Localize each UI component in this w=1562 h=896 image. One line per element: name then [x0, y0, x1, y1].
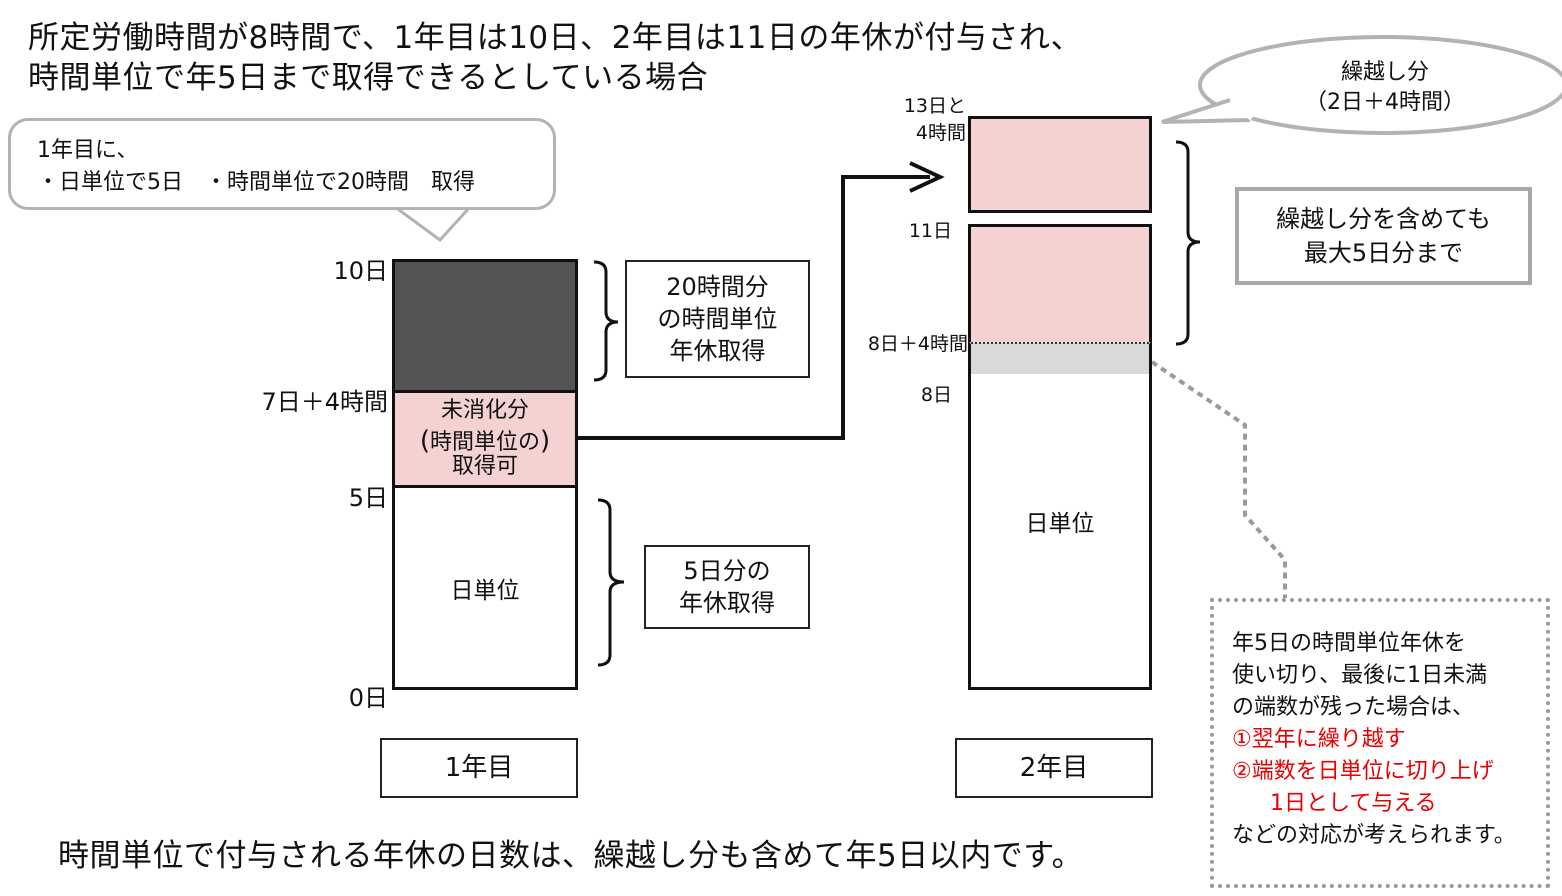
- day-box-line-1: 5日分の: [683, 557, 771, 585]
- page-title: 所定労働時間が8時間で、1年目は10日、2年目は11日の年休が付与され、 時間単…: [28, 18, 1082, 98]
- callout-line-1: 1年目に、: [37, 138, 139, 163]
- carry-arrow: [578, 175, 930, 440]
- carry-oval-tail: [1161, 98, 1251, 124]
- y1-hour-taken-segment: [392, 259, 578, 393]
- year1-label: 1年目: [380, 738, 578, 798]
- carry-oval-shape: [1198, 35, 1562, 135]
- day-taken-box: 5日分の 年休取得: [644, 545, 810, 629]
- hour-box-line-1: 20時間分: [666, 273, 769, 301]
- note-box: 年5日の時間単位年休を 使い切り、最後に1日未満 の端数が残った場合は、 ①翌年…: [1210, 598, 1550, 888]
- y2-fraction-segment: [968, 342, 1152, 377]
- max-box-line-1: 繰越し分を含めても: [1276, 205, 1491, 233]
- unused-line-1: 未消化分: [440, 398, 529, 423]
- callout-bubble: 1年目に、 ・日単位で5日 ・時間単位で20時間 取得: [8, 118, 556, 210]
- y2-pink-segment: [968, 224, 1152, 345]
- y2-axis-8: 8日: [920, 384, 952, 406]
- day-box-line-2: 年休取得: [679, 589, 775, 617]
- brace-days: [597, 498, 625, 667]
- note-line-2: 使い切り、最後に1日未満: [1232, 663, 1488, 688]
- hour-taken-box: 20時間分 の時間単位 年休取得: [625, 260, 810, 378]
- y1-axis-10: 10日: [333, 257, 388, 285]
- footer-text: 時間単位で付与される年休の日数は、繰越し分も含めて年5日以内です。: [58, 838, 1084, 874]
- year2-label: 2年目: [955, 738, 1153, 798]
- y1-axis-0: 0日: [348, 684, 388, 712]
- y1-day-unit-label: 日単位: [450, 577, 520, 604]
- callout-line-2: ・日単位で5日 ・時間単位で20時間 取得: [37, 170, 475, 195]
- hour-box-line-3: 年休取得: [669, 337, 766, 365]
- title-line-1: 所定労働時間が8時間で、1年目は10日、2年目は11日の年休が付与され、: [28, 20, 1083, 56]
- y2-day-unit-label: 日単位: [1025, 510, 1095, 537]
- brace-hours: [593, 260, 619, 382]
- unused-line-3: 取得可: [451, 454, 518, 479]
- note-line-1: 年5日の時間単位年休を: [1232, 631, 1466, 656]
- y2-axis-11: 11日: [908, 220, 952, 242]
- y2-axis-8d4h: 8日＋4時間: [867, 333, 968, 355]
- callout-tail: [394, 205, 472, 243]
- note-option-2: ②端数を日単位に切り上げ: [1232, 759, 1494, 784]
- max-box-line-2: 最大5日分まで: [1303, 239, 1464, 267]
- note-option-1: ①翌年に繰り越す: [1232, 727, 1406, 752]
- y2-day-unit-segment: 日単位: [968, 374, 1152, 690]
- carry-oval-line-1: 繰越し分: [1340, 60, 1429, 85]
- note-line-4: などの対応が考えられます。: [1232, 823, 1516, 848]
- brace-year2: [1175, 140, 1201, 346]
- note-connector: [1150, 360, 1287, 598]
- carry-arrowhead: [909, 161, 945, 193]
- hour-box-line-2: の時間単位: [657, 305, 778, 333]
- y1-axis-7d4h: 7日＋4時間: [261, 388, 388, 416]
- note-line-3: の端数が残った場合は、: [1232, 695, 1475, 720]
- carry-oval-line-2: （2日＋4時間）: [1305, 90, 1465, 115]
- unused-line-2: (時間単位の): [419, 426, 551, 456]
- y1-axis-5: 5日: [348, 484, 388, 512]
- title-line-2: 時間単位で年5日まで取得できるとしている場合: [28, 60, 709, 96]
- y1-unused-segment: 未消化分 (時間単位の) 取得可: [392, 390, 578, 488]
- note-option-2-cont: 1日として与える: [1270, 791, 1437, 816]
- carry-oval-text: 繰越し分 （2日＋4時間）: [1215, 58, 1555, 118]
- y2-carry-segment: [968, 116, 1152, 213]
- y2-axis-13d4h: 13日と 4時間: [903, 95, 966, 144]
- max-days-box: 繰越し分を含めても 最大5日分まで: [1235, 187, 1532, 285]
- y1-day-unit-segment: 日単位: [392, 485, 578, 690]
